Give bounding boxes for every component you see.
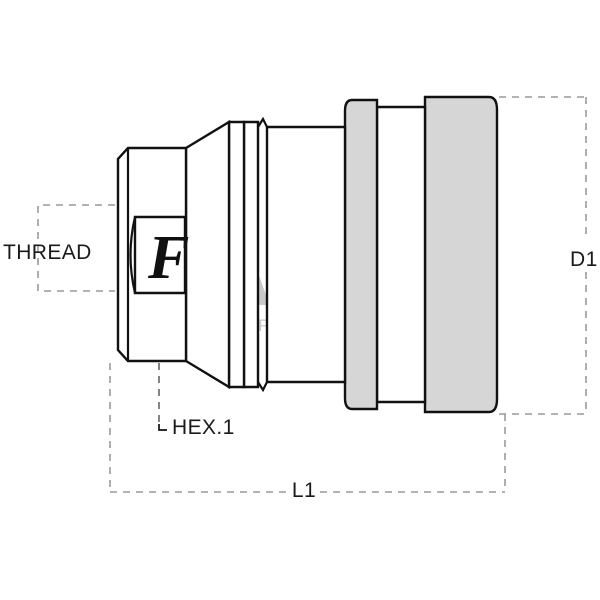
hex-dimension-label: HEX.1	[172, 416, 235, 439]
diameter-dimension-label: D1	[570, 248, 598, 271]
part-main-barrel	[265, 125, 347, 384]
part-taper-cone	[184, 119, 231, 390]
hex-dimension-group: HEX.1	[158, 363, 235, 439]
part-barrel-notch-bottom	[257, 381, 268, 393]
thread-dimension-box	[37, 204, 115, 292]
thread-dimension-label: THREAD	[3, 241, 92, 264]
brand-plate-rect	[133, 215, 187, 295]
length-dimension-label: L1	[292, 479, 316, 502]
thread-dimension-group	[37, 204, 115, 292]
part-shoulder-ring-2	[227, 120, 246, 389]
part-thread-relief-arc	[129, 216, 137, 294]
part-barrel-notch-top	[257, 116, 268, 128]
diameter-dimension-group: D1	[499, 96, 598, 415]
part-rear-sleeve	[423, 95, 499, 414]
length-dimension-group: L1	[109, 363, 506, 502]
hex-dimension-tick	[158, 424, 167, 431]
part-front-collar	[343, 98, 379, 411]
brand-f-letter: F	[147, 224, 189, 292]
part-shoulder-ring	[242, 120, 260, 389]
part-middle-ring	[375, 105, 427, 404]
